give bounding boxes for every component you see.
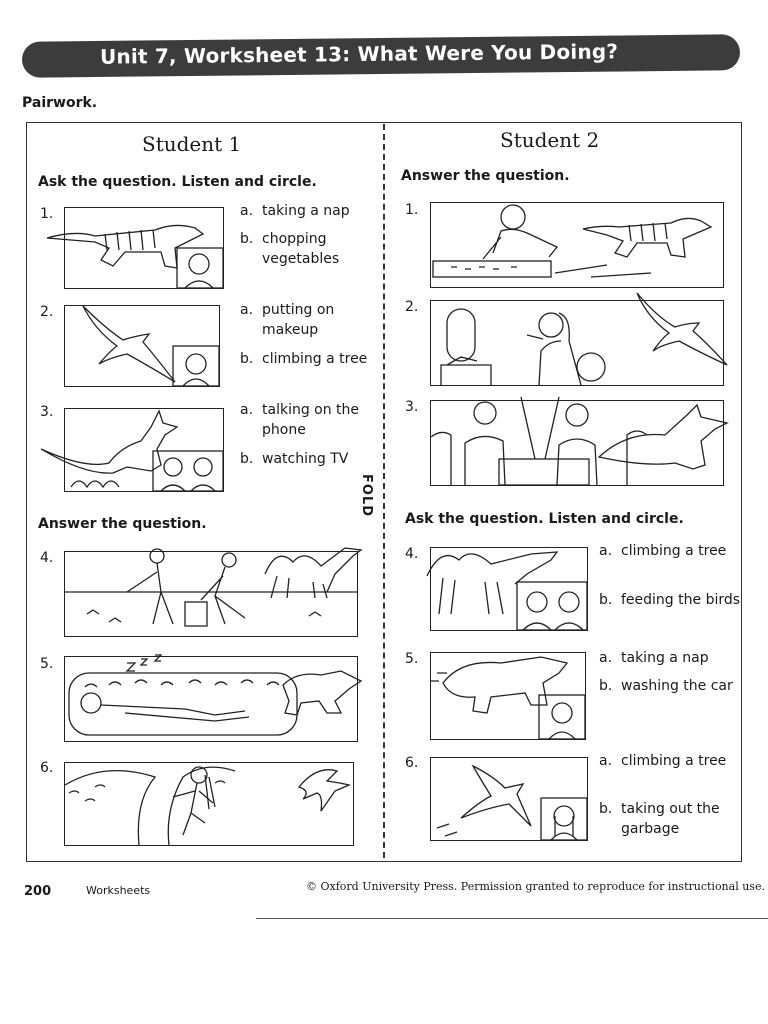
s2-item3-picture [430,396,729,486]
girl-makeup-eagle-icon [440,292,728,386]
s1-item2-number: 2. [40,304,54,320]
s1-item3-option-b[interactable]: b.watching TV [240,451,349,467]
s1-item3-picture [40,408,224,492]
pairwork-label: Pairwork. [22,95,98,111]
s2-item6-option-b[interactable]: b.taking out the garbage [599,801,720,837]
s2-item5-option-a[interactable]: a.taking a nap [599,650,709,666]
student1-heading: Student 1 [142,132,242,156]
tiger-and-boy-icon [46,224,224,289]
s2-item3-number: 3. [405,399,419,415]
s2-item1-picture [430,202,724,288]
s2-item6-picture [430,757,588,841]
camel-and-couple-icon [426,551,588,631]
worksheet-frame [26,122,742,862]
s1-item4-number: 4. [40,550,54,566]
s2-item6-number: 6. [405,755,419,771]
s2-item4-option-a[interactable]: a.climbing a tree [599,543,727,559]
student2-heading: Student 2 [500,128,600,152]
s2-item2-picture [430,292,728,386]
s1-item2-option-a[interactable]: a.putting on makeup [240,302,335,338]
s2-item5-option-b[interactable]: b.washing the car [599,678,733,694]
s2-item4-number: 4. [405,546,419,562]
student2-instruction-bottom: Ask the question. Listen and circle. [405,511,684,527]
sleeping-polar-bear-icon [68,654,363,736]
bird-and-girl-icon [436,764,588,841]
boy-chopping-tiger-icon [432,204,713,278]
s1-item3-option-a[interactable]: a.talking on the phone [240,402,360,438]
footer-section: Worksheets [86,884,151,897]
s2-item2-number: 2. [405,299,419,315]
page-number: 200 [24,884,52,899]
fold-label: FOLD [359,472,374,520]
copyright-notice: © Oxford University Press. Permission gr… [306,880,765,893]
student1-instruction-bottom: Answer the question. [38,516,207,532]
s1-item1-number: 1. [40,206,54,222]
s1-item5-number: 5. [40,656,54,672]
student1-instruction-top: Ask the question. Listen and circle. [38,174,317,190]
s2-item5-picture [430,652,586,740]
s1-item4-picture [64,547,363,637]
bottom-divider [256,918,768,919]
s1-item2-picture [64,305,220,387]
polar-bear-and-boy-icon [431,656,586,740]
eagle-and-girl-icon [82,305,220,387]
couple-tv-kangaroo-icon [430,396,729,486]
s1-item6-number: 6. [40,760,54,776]
s1-item6-picture [64,762,354,846]
fold-line [383,124,385,858]
kangaroo-and-couple-icon [40,409,224,492]
s1-item5-picture [64,654,363,742]
s1-item1-option-b[interactable]: b.chopping vegetables [240,231,340,267]
girl-climbing-tree-bird-icon [64,766,352,846]
s2-item1-number: 1. [405,202,419,218]
s2-item4-picture [426,547,588,631]
student2-instruction-top: Answer the question. [401,168,570,184]
s1-item3-number: 3. [40,404,54,420]
s2-item5-number: 5. [405,651,419,667]
feeding-birds-camel-icon [65,547,363,627]
s2-item4-option-b[interactable]: b.feeding the birds [599,592,741,608]
s1-item1-picture [46,207,224,289]
s1-item1-option-a[interactable]: a.taking a nap [240,203,350,219]
s1-item2-option-b[interactable]: b.climbing a tree [240,351,368,367]
s2-item6-option-a[interactable]: a.climbing a tree [599,753,727,769]
